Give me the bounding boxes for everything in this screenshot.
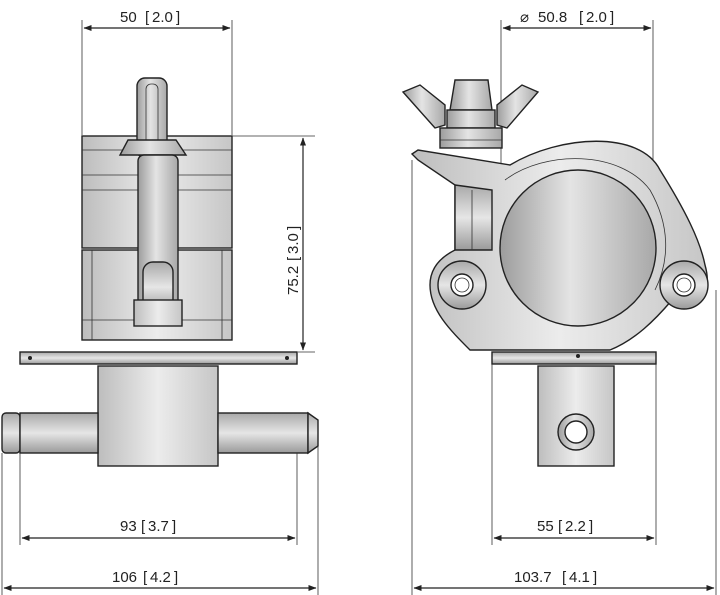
side-view: 50 [ 2.0 ] [1, 9, 319, 595]
bolt-stem [118, 77, 188, 327]
wing-nut [401, 79, 540, 149]
ear-left [437, 260, 487, 310]
dimension-height: 75.2 [ 3.0 ] [232, 135, 315, 353]
bracket-open: [ [562, 569, 567, 586]
dim-bolt-length-inch: 3.7 [148, 518, 169, 535]
ear-right [659, 260, 709, 310]
base-plate [19, 351, 298, 365]
dim-overall-width-side-value: 106 [112, 569, 137, 586]
dimension-top-width: 50 [ 2.0 ] [81, 9, 233, 135]
horizontal-pin [1, 411, 319, 455]
bracket-close: ] [593, 569, 597, 586]
bracket-close: ] [589, 518, 593, 535]
dim-top-width-inch: 2.0 [152, 9, 173, 26]
bracket-open: [ [579, 9, 584, 26]
front-base-plate [491, 351, 657, 365]
dim-base-width-value: 55 [537, 518, 554, 535]
dimension-overall-width-side: 106 [ 4.2 ] [1, 446, 319, 595]
bracket-close: ] [285, 226, 302, 230]
bracket-close: ] [172, 518, 176, 535]
bracket-open: [ [558, 518, 563, 535]
spigot-block [97, 365, 219, 467]
dim-bolt-length-value: 93 [120, 518, 137, 535]
dim-tube-diameter-value: 50.8 [538, 9, 567, 26]
bracket-open: [ [285, 256, 302, 261]
dim-height-inch: 3.0 [285, 233, 302, 254]
dim-top-width-value: 50 [120, 9, 137, 26]
diameter-symbol: ⌀ [520, 9, 529, 26]
dim-tube-diameter-inch: 2.0 [586, 9, 607, 26]
bracket-open: [ [145, 9, 150, 26]
bracket-open: [ [141, 518, 146, 535]
dimension-base-width: 55 [ 2.2 ] [491, 364, 657, 545]
bracket-close: ] [174, 569, 178, 586]
front-view: ⌀ 50.8 [ 2.0 ] [401, 9, 717, 595]
dimension-overall-width-front: 103.7 [ 4.1 ] [411, 160, 717, 595]
dim-overall-width-side-inch: 4.2 [150, 569, 171, 586]
dim-base-width-inch: 2.2 [565, 518, 586, 535]
dim-overall-width-front-value: 103.7 [514, 569, 552, 586]
dim-height-value: 75.2 [285, 266, 302, 295]
clamp-jaw [410, 140, 708, 351]
bracket-open: [ [143, 569, 148, 586]
bracket-close: ] [610, 9, 614, 26]
dim-overall-width-front-inch: 4.1 [569, 569, 590, 586]
bracket-close: ] [176, 9, 180, 26]
dimension-bolt-length: 93 [ 3.7 ] [19, 453, 298, 545]
